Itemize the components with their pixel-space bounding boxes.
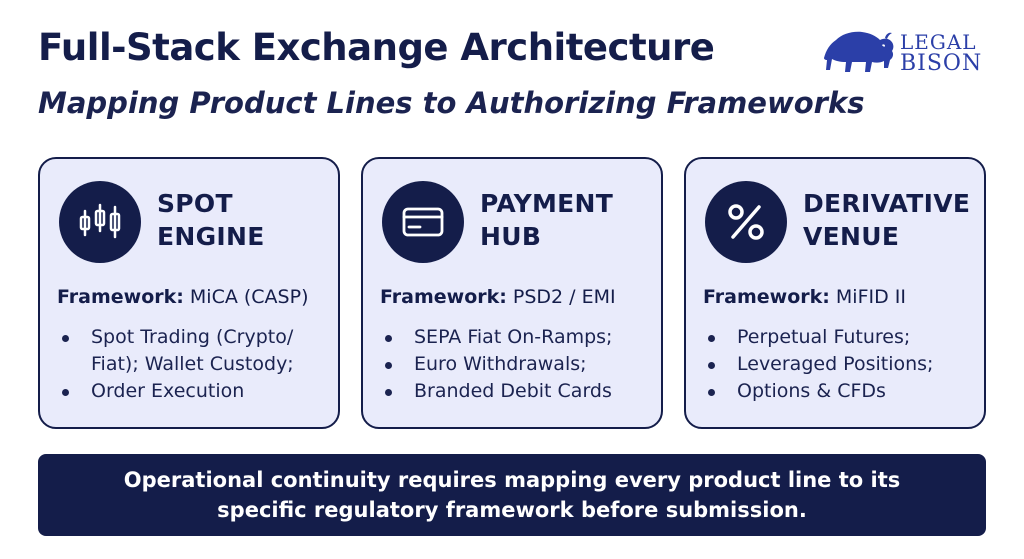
banner-line: specific regulatory framework before sub… [217,498,807,522]
legal-bison-logo: LEGAL BISON [822,28,994,78]
framework-line: Framework: MiFID II [703,286,906,308]
framework-line: Framework: PSD2 / EMI [380,286,616,308]
list-item: Spot Trading (Crypto/ Fiat); Wallet Cust… [57,324,337,378]
candlestick-chart-icon [79,203,121,239]
product-list: Spot Trading (Crypto/ Fiat); Wallet Cust… [57,324,337,405]
product-list: Perpetual Futures; Leveraged Positions; … [703,324,983,405]
card-title: SPOT ENGINE [157,189,265,251]
list-item: SEPA Fiat On-Ramps; [380,324,660,351]
logo-text-line2: BISON [900,51,983,76]
banner-line: Operational continuity requires mapping … [123,468,901,492]
card-title: PAYMENT HUB [480,189,614,251]
logo-text-line1: LEGAL [900,30,977,54]
bison-icon [824,31,894,72]
list-item: Options & CFDs [703,378,983,405]
list-item: Order Execution [57,378,337,405]
credit-card-icon [402,207,444,237]
list-item: Branded Debit Cards [380,378,660,405]
page-title: Full-Stack Exchange Architecture [38,26,715,69]
card-payment-hub: PAYMENT HUB Framework: PSD2 / EMI SEPA F… [361,157,663,429]
list-item: Euro Withdrawals; [380,351,660,378]
summary-banner: Operational continuity requires mapping … [38,454,986,536]
card-spot-engine: SPOT ENGINE Framework: MiCA (CASP) Spot … [38,157,340,429]
list-item: Leveraged Positions; [703,351,983,378]
framework-value: MiFID II [835,286,906,308]
product-list: SEPA Fiat On-Ramps; Euro Withdrawals; Br… [380,324,660,405]
percent-icon [728,204,764,240]
list-item: Perpetual Futures; [703,324,983,351]
page-subtitle: Mapping Product Lines to Authorizing Fra… [38,86,865,120]
framework-value: PSD2 / EMI [512,286,616,308]
framework-line: Framework: MiCA (CASP) [57,286,309,308]
framework-value: MiCA (CASP) [189,286,309,308]
card-derivative-venue: DERIVATIVE VENUE Framework: MiFID II Per… [684,157,986,429]
card-title: DERIVATIVE VENUE [803,189,971,251]
